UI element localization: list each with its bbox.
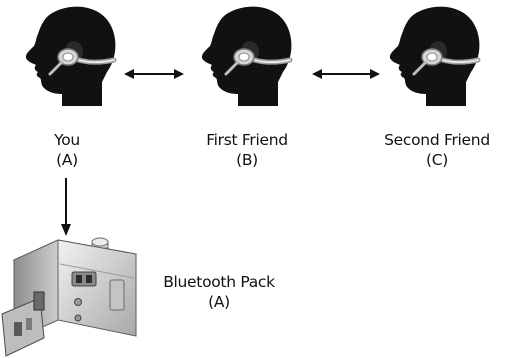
person-name: You bbox=[54, 131, 80, 149]
person-you bbox=[16, 2, 122, 110]
label-second-friend: Second Friend (C) bbox=[370, 130, 504, 170]
head-with-headset-icon bbox=[16, 2, 122, 110]
head-with-headset-icon bbox=[192, 2, 298, 110]
label-bluetooth-pack: Bluetooth Pack (A) bbox=[140, 272, 298, 312]
person-second-friend bbox=[380, 2, 486, 110]
double-headed-arrow-icon bbox=[312, 69, 380, 79]
person-first-friend bbox=[192, 2, 298, 110]
person-name: First Friend bbox=[206, 131, 288, 149]
person-name: Second Friend bbox=[384, 131, 490, 149]
device-name: Bluetooth Pack bbox=[163, 273, 275, 291]
device-tag: (A) bbox=[208, 293, 230, 311]
bluetooth-pack-device-icon bbox=[1, 237, 138, 357]
label-you: You (A) bbox=[22, 130, 112, 170]
label-first-friend: First Friend (B) bbox=[192, 130, 302, 170]
person-tag: (C) bbox=[425, 151, 449, 169]
double-headed-arrow-icon bbox=[124, 69, 184, 79]
person-tag: (A) bbox=[56, 151, 78, 169]
head-with-headset-icon bbox=[380, 2, 486, 110]
bluetooth-pack-device bbox=[0, 222, 138, 358]
person-tag: (B) bbox=[236, 151, 258, 169]
